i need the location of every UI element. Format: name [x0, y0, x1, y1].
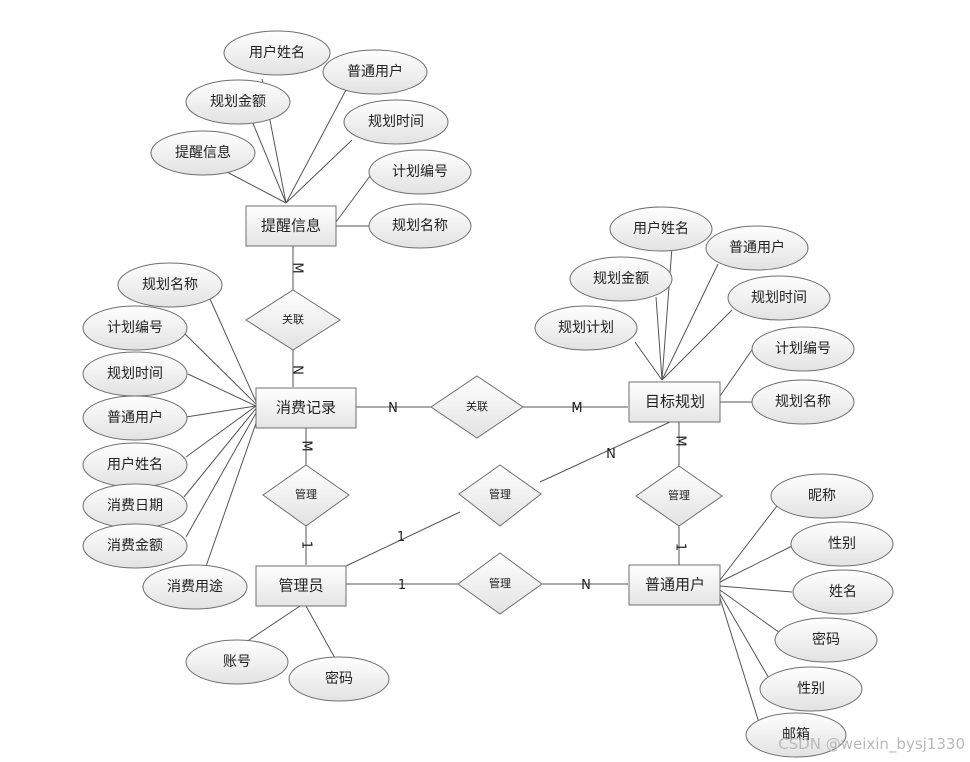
- cardinality-labels: M N N M M 1 1 N M 1 1 N: [290, 262, 688, 593]
- relationship-user-mubiao: 管理: [635, 465, 723, 527]
- svg-text:管理: 管理: [489, 576, 511, 590]
- relationship-admin-user: 管理: [457, 552, 543, 615]
- attribute-ellipse: 规划时间: [343, 99, 449, 145]
- svg-text:计划编号: 计划编号: [392, 164, 448, 180]
- svg-text:管理员: 管理员: [278, 577, 323, 595]
- attribute-ellipse: 性别: [790, 521, 894, 567]
- attribute-ellipse: 性别: [759, 666, 863, 712]
- attribute-ellipse: 普通用户: [82, 395, 188, 441]
- svg-text:规划名称: 规划名称: [392, 218, 448, 234]
- svg-text:计划编号: 计划编号: [107, 320, 163, 336]
- attribute-ellipse: 规划名称: [751, 379, 855, 425]
- attribute-ellipse: 计划编号: [368, 149, 472, 195]
- cardinality-label: M: [299, 440, 314, 451]
- svg-text:姓名: 姓名: [829, 584, 857, 600]
- cardinality-label: 1: [397, 530, 405, 545]
- entity-xiaofei: 消费记录: [255, 387, 357, 429]
- attribute-ellipse: 规划名称: [368, 203, 472, 249]
- attribute-ellipse: 姓名: [792, 569, 894, 615]
- svg-text:消费记录: 消费记录: [276, 399, 336, 417]
- entity-putong: 普通用户: [628, 564, 721, 606]
- entity-mubiao: 目标规划: [628, 381, 721, 423]
- attribute-ellipse: 消费金额: [82, 523, 188, 569]
- cardinality-label: 1: [398, 578, 406, 593]
- attribute-ellipse: 规划计划: [534, 305, 638, 351]
- cardinality-label: M: [571, 401, 582, 416]
- svg-text:普通用户: 普通用户: [645, 576, 705, 594]
- svg-text:规划名称: 规划名称: [775, 394, 831, 410]
- svg-text:用户姓名: 用户姓名: [107, 456, 163, 473]
- svg-text:普通用户: 普通用户: [729, 239, 785, 256]
- svg-text:规划时间: 规划时间: [107, 366, 163, 382]
- attribute-ellipse: 邮箱: [745, 712, 847, 758]
- cardinality-label: 1: [673, 543, 688, 551]
- svg-text:消费用途: 消费用途: [167, 578, 223, 595]
- svg-text:规划金额: 规划金额: [593, 271, 649, 287]
- cardinality-label: M: [673, 435, 688, 446]
- cardinality-label: N: [388, 401, 398, 416]
- svg-text:目标规划: 目标规划: [645, 393, 705, 411]
- svg-text:管理: 管理: [668, 488, 690, 502]
- attribute-ellipse: 规划时间: [727, 275, 831, 321]
- svg-text:性别: 性别: [797, 681, 825, 697]
- attribute-ellipse: 规划时间: [82, 351, 188, 397]
- watermark-text: CSDN @weixin_bysj1330: [778, 735, 965, 754]
- attribute-ellipse: 消费日期: [82, 483, 188, 529]
- cardinality-label: N: [606, 447, 616, 462]
- svg-text:性别: 性别: [828, 536, 856, 552]
- svg-text:规划金额: 规划金额: [210, 94, 266, 110]
- svg-text:关联: 关联: [282, 312, 304, 326]
- svg-text:提醒信息: 提醒信息: [175, 144, 231, 161]
- svg-text:密码: 密码: [812, 631, 840, 648]
- cardinality-label: M: [290, 262, 305, 273]
- attribute-ellipse: 消费用途: [142, 564, 248, 610]
- svg-text:用户姓名: 用户姓名: [249, 44, 305, 61]
- svg-text:普通用户: 普通用户: [107, 409, 163, 426]
- connectors: [181, 78, 793, 727]
- svg-text:账号: 账号: [223, 654, 251, 670]
- relationship-xiaofei-mubiao: 关联: [430, 375, 524, 439]
- svg-text:提醒信息: 提醒信息: [261, 217, 321, 235]
- attribute-ellipse: 计划编号: [82, 305, 188, 351]
- relationship-tixing-xiaofei: 关联: [245, 289, 341, 351]
- svg-text:邮箱: 邮箱: [782, 727, 810, 743]
- relationship-admin-mubiao: 管理: [458, 464, 542, 527]
- attribute-ellipse: 密码: [774, 617, 878, 663]
- svg-text:规划计划: 规划计划: [558, 320, 614, 336]
- relationship-admin-xiaofei: 管理: [262, 464, 350, 527]
- attribute-ellipse: 昵称: [770, 473, 874, 519]
- svg-text:规划时间: 规划时间: [751, 290, 807, 306]
- svg-text:管理: 管理: [489, 487, 511, 501]
- attribute-ellipse: 规划金额: [185, 79, 291, 125]
- attribute-ellipse: 普通用户: [322, 49, 428, 95]
- attribute-ellipse: 用户姓名: [82, 442, 188, 488]
- attribute-ellipse: 规划名称: [117, 262, 223, 308]
- svg-text:规划时间: 规划时间: [368, 114, 424, 130]
- attribute-ellipse: 密码: [288, 656, 390, 702]
- attribute-ellipse: 用户姓名: [609, 206, 713, 252]
- attribute-ellipse: 账号: [185, 639, 289, 685]
- entity-tixing: 提醒信息: [245, 205, 337, 247]
- svg-text:密码: 密码: [325, 670, 353, 687]
- cardinality-label: N: [581, 578, 591, 593]
- svg-text:消费日期: 消费日期: [107, 498, 163, 514]
- svg-text:普通用户: 普通用户: [347, 63, 403, 80]
- attribute-ellipse: 普通用户: [705, 225, 809, 271]
- svg-text:计划编号: 计划编号: [775, 341, 831, 357]
- svg-text:用户姓名: 用户姓名: [633, 220, 689, 237]
- svg-text:规划名称: 规划名称: [142, 277, 198, 293]
- attribute-ellipse: 提醒信息: [150, 130, 256, 176]
- attribute-ellipse: 用户姓名: [223, 30, 331, 76]
- svg-text:昵称: 昵称: [808, 488, 836, 504]
- attribute-ellipse: 规划金额: [569, 256, 673, 302]
- entity-guanliyuan: 管理员: [255, 565, 347, 607]
- cardinality-label: 1: [299, 541, 314, 549]
- svg-text:关联: 关联: [466, 399, 488, 413]
- svg-text:管理: 管理: [295, 487, 317, 501]
- svg-text:消费金额: 消费金额: [107, 538, 163, 554]
- cardinality-label: N: [290, 365, 305, 375]
- attribute-ellipse: 计划编号: [751, 326, 855, 372]
